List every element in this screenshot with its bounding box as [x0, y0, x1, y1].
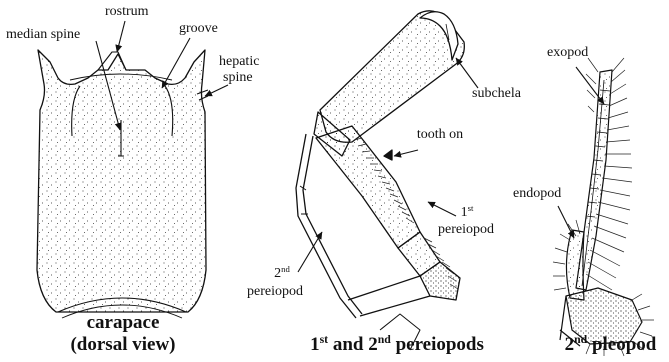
- label-endopod: endopod: [513, 186, 561, 201]
- caption-pleopod-s: nd: [574, 333, 587, 346]
- label-second-pereiopod: pereiopod: [247, 284, 303, 299]
- subchela-leader: [456, 58, 478, 88]
- pereiopods-drawing: [296, 11, 464, 350]
- label-groove: groove: [179, 21, 218, 36]
- carapace-drawing: [37, 50, 208, 318]
- caption-pereiopods-rest: pereiopods: [391, 334, 484, 355]
- palm-segment: [320, 11, 464, 142]
- caption-pereiopods: 1st and 2nd pereiopods: [286, 334, 508, 357]
- carapace-outline: [37, 50, 206, 312]
- label-subchela: subchela: [472, 86, 521, 101]
- label-hepatic: hepatic: [219, 54, 259, 69]
- caption-pereiopods-n2: 2: [368, 334, 378, 355]
- pleopod-drawing: [560, 70, 642, 346]
- rostrum-leader: [117, 21, 125, 52]
- caption-carapace-view: (dorsal view): [22, 334, 224, 355]
- label-second-number: 2nd: [250, 266, 314, 282]
- caption-pereiopods-s1: st: [320, 333, 329, 346]
- label-exopod: exopod: [547, 45, 588, 60]
- label-spine: spine: [223, 70, 253, 85]
- endopod-leader: [558, 206, 574, 238]
- label-rostrum: rostrum: [105, 4, 149, 19]
- endopod-shape: [566, 230, 584, 300]
- label-first-number: 1st: [432, 205, 502, 221]
- caption-carapace: carapace: [22, 312, 224, 333]
- label-median-spine: median spine: [6, 27, 80, 42]
- first-suffix: st: [468, 203, 474, 213]
- caption-pleopod: 2nd pleopod: [552, 334, 669, 357]
- hepatic-leader: [205, 85, 228, 96]
- caption-pereiopods-mid: and: [328, 334, 368, 355]
- tooth-on-merus: [384, 150, 392, 160]
- tooth-leader: [394, 150, 418, 156]
- label-first-pereiopod: pereiopod: [438, 222, 494, 237]
- label-tooth-on: tooth on: [408, 127, 472, 142]
- caption-pereiopods-s2: nd: [378, 333, 391, 346]
- caption-pleopod-rest: pleopod: [587, 334, 656, 355]
- caption-pleopod-n: 2: [565, 334, 575, 355]
- first-number: 1: [461, 205, 468, 220]
- second-suffix: nd: [281, 264, 290, 274]
- caption-pereiopods-n1: 1: [310, 334, 320, 355]
- merus-segment: [316, 126, 420, 248]
